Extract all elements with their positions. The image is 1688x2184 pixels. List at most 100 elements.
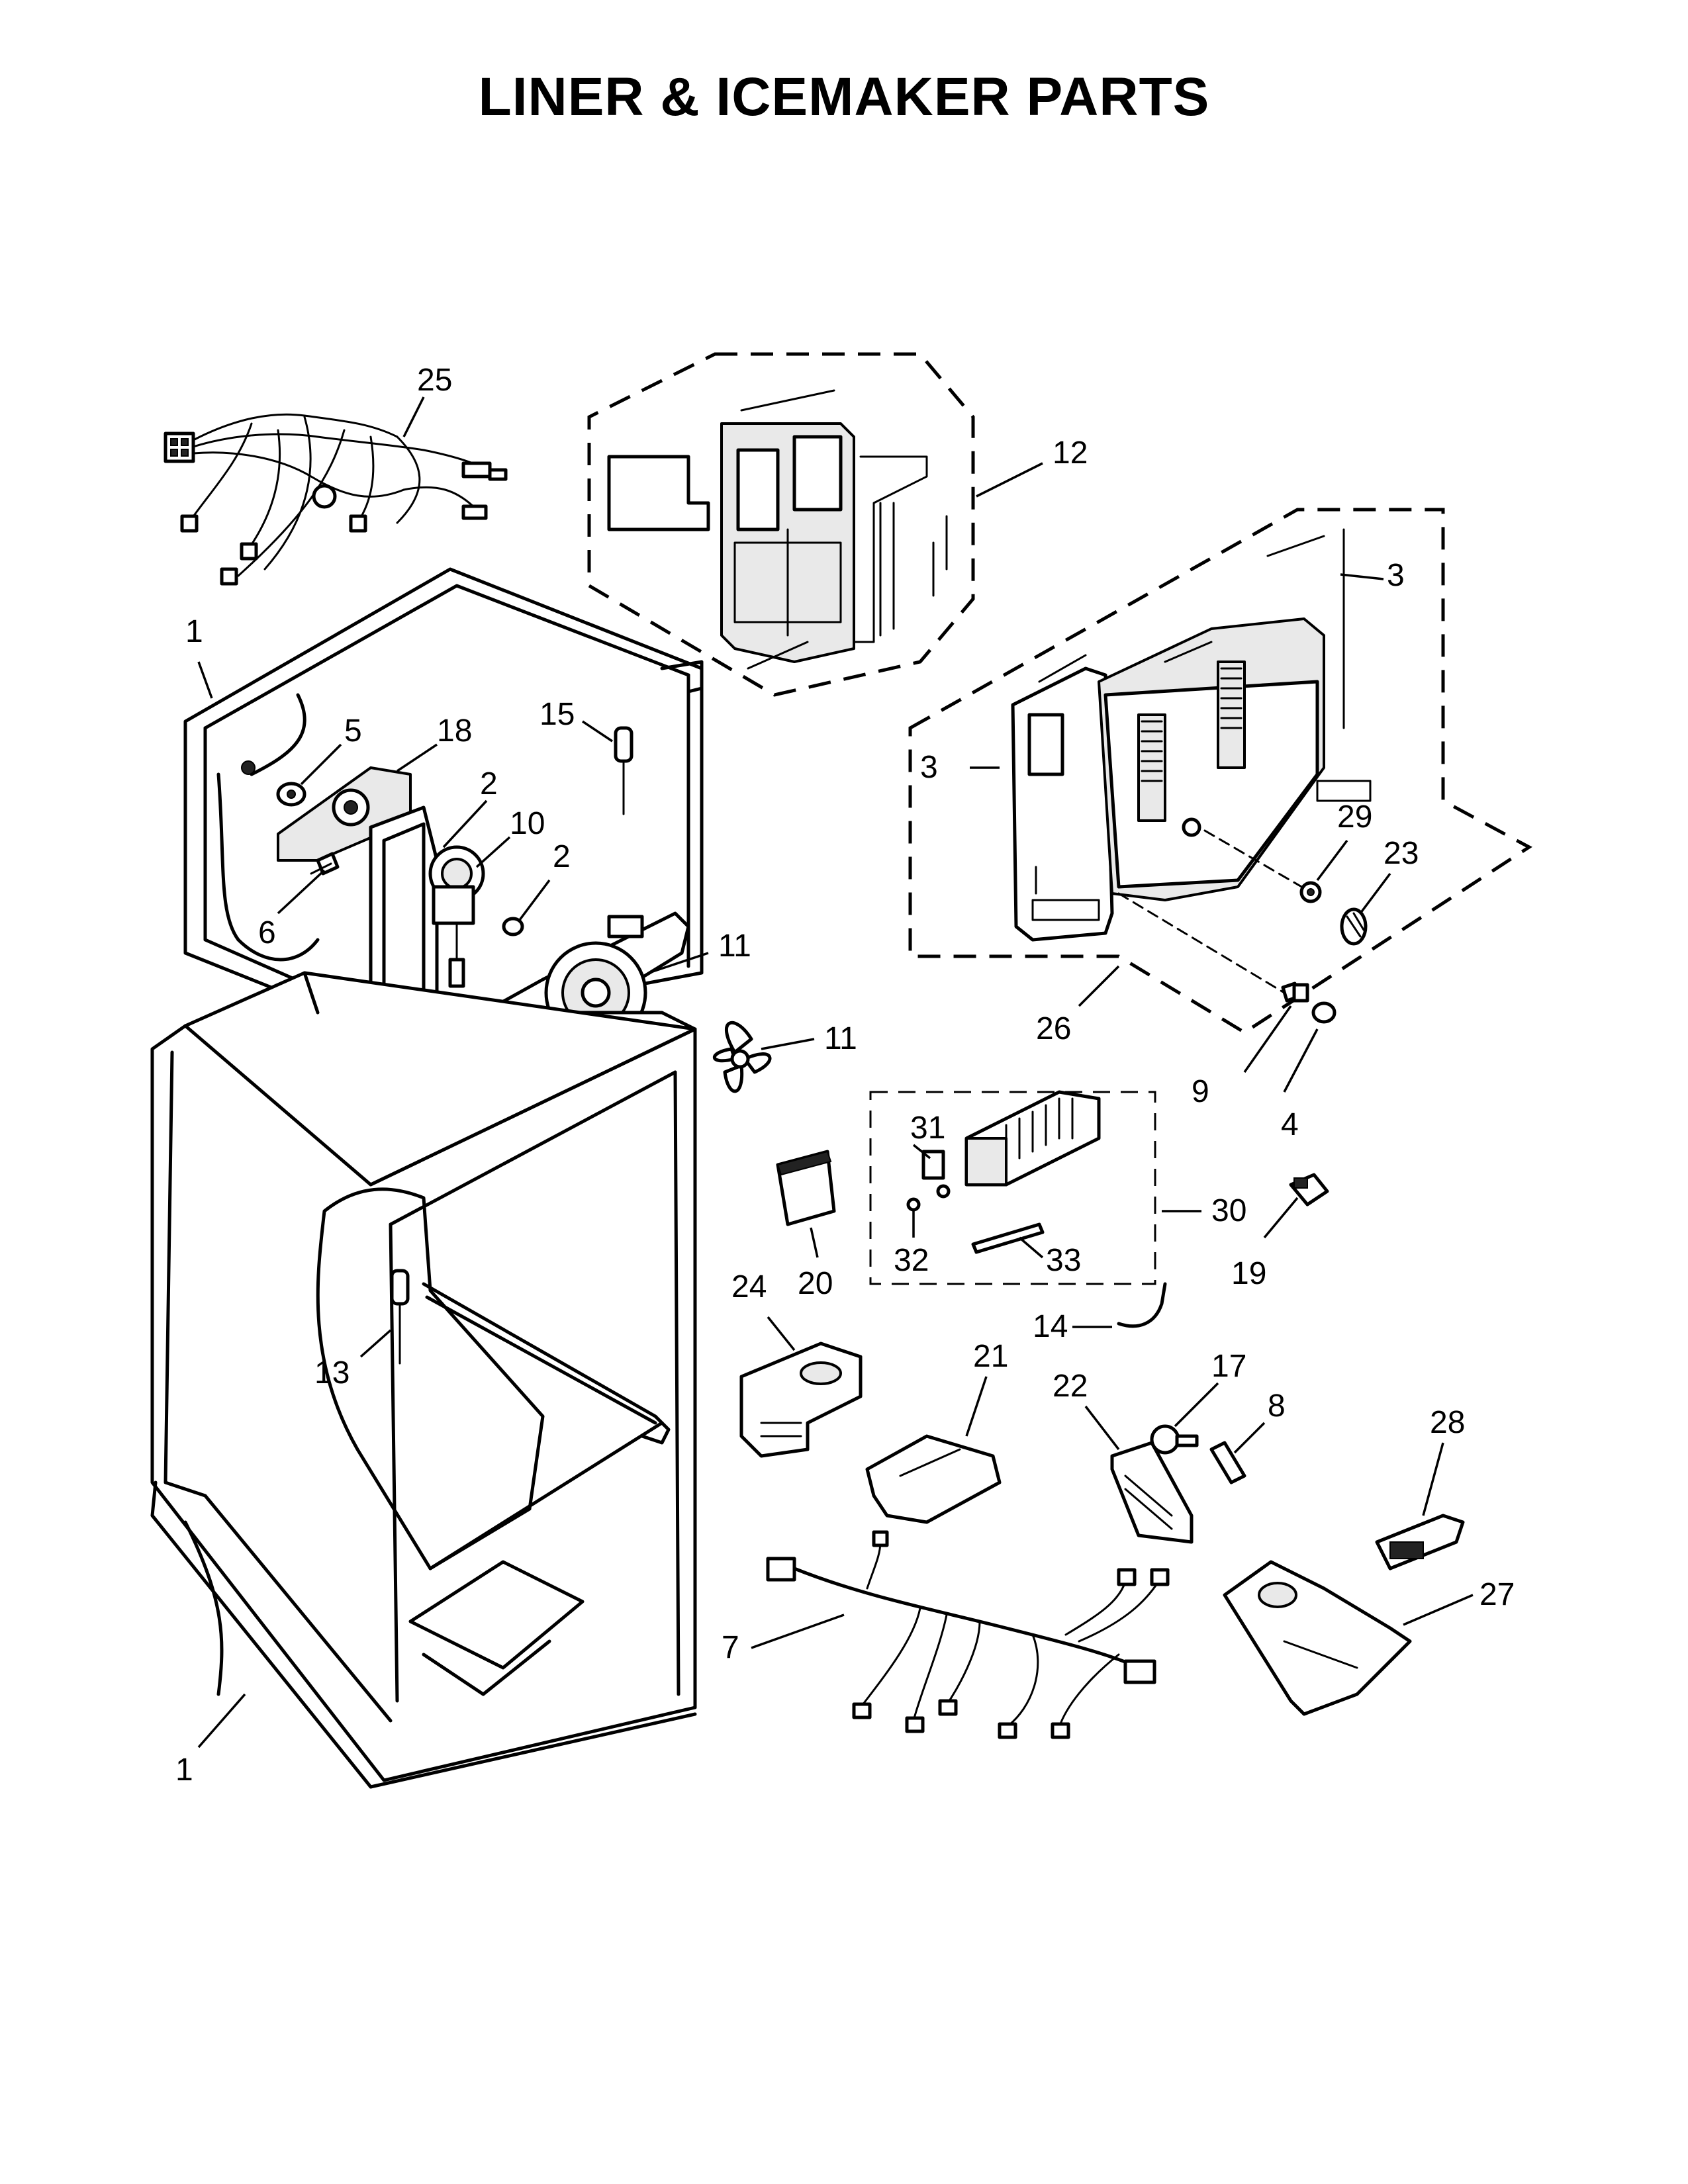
- leader-29: [648, 952, 709, 974]
- leader-4: [1283, 1028, 1319, 1093]
- washer-5[interactable]: [276, 782, 306, 807]
- screw-23[interactable]: [1203, 829, 1322, 903]
- leader-1a: [197, 661, 213, 699]
- callout-3b: 3: [920, 750, 938, 785]
- screws-32[interactable]: [906, 1184, 951, 1212]
- bracket-24[interactable]: [739, 1342, 863, 1458]
- bulb-17[interactable]: [1150, 1424, 1199, 1455]
- callout-21: 21: [973, 1339, 1008, 1374]
- icemaker-assembly-30[interactable]: [869, 1090, 1156, 1285]
- leader-3a: [1340, 573, 1384, 580]
- callout-27: 27: [1479, 1577, 1515, 1612]
- callout-33: 33: [1046, 1243, 1081, 1278]
- callout-16: 26: [1036, 1011, 1071, 1046]
- evaporator-cover-assembly-12[interactable]: [587, 352, 975, 697]
- plug-4[interactable]: [1311, 1001, 1336, 1024]
- leader-1b: [197, 1693, 246, 1749]
- callout-3a: 3: [1387, 558, 1405, 593]
- callout-1a: 1: [185, 614, 203, 649]
- tube-14[interactable]: [1117, 1282, 1167, 1328]
- callout-20: 20: [798, 1266, 833, 1301]
- leader-20: [810, 1227, 819, 1258]
- callout-12: 12: [1053, 435, 1088, 471]
- callout-6: 6: [258, 915, 276, 950]
- callout-18: 18: [437, 713, 472, 749]
- callout-17: 17: [1211, 1349, 1246, 1384]
- callout-30: 30: [1211, 1193, 1246, 1228]
- leader-7: [751, 1614, 845, 1649]
- callout-2a: 2: [480, 766, 498, 801]
- callout-26: 23: [1383, 836, 1419, 871]
- callout-11-overlay: 30 11: [824, 1021, 857, 1057]
- leader-33: [1018, 1236, 1044, 1259]
- callout-13: 13: [314, 1355, 350, 1390]
- wire-harness-upper[interactable]: [164, 413, 508, 586]
- leader-24: [767, 1316, 796, 1351]
- page-title: LINER & ICEMAKER PARTS: [478, 67, 1210, 127]
- callout-29: 11: [718, 929, 751, 964]
- leader-26: [1359, 872, 1391, 915]
- callout-7: 7: [722, 1630, 739, 1665]
- leader-8: [1233, 1422, 1266, 1454]
- leader-15: [582, 720, 613, 743]
- callout-9: 9: [1192, 1074, 1209, 1109]
- callout-24: 24: [731, 1269, 767, 1304]
- cover-22[interactable]: [1110, 1441, 1194, 1544]
- leader-23: [1316, 839, 1348, 882]
- callout-19: 19: [1231, 1256, 1266, 1291]
- leader-2b: [518, 879, 551, 921]
- freezer-liner-1[interactable]: [183, 567, 704, 1034]
- leader-19: [1263, 1197, 1299, 1239]
- callout-10: 10: [510, 806, 545, 841]
- leader-5: [300, 743, 342, 786]
- screw-9[interactable]: [1117, 892, 1309, 1003]
- callout-8: 8: [1268, 1388, 1286, 1424]
- fan-motor-10[interactable]: [428, 845, 485, 988]
- leader-21: [965, 1376, 988, 1437]
- heater-33[interactable]: [971, 1222, 1045, 1254]
- grommet-2b[interactable]: [502, 917, 524, 936]
- leader-17: [1174, 1382, 1219, 1428]
- filter-20[interactable]: [776, 1150, 836, 1226]
- housing-27[interactable]: [1223, 1560, 1412, 1716]
- thermistor-13[interactable]: [390, 1269, 410, 1365]
- callout-22: 22: [1053, 1369, 1088, 1404]
- callout-25: 25: [417, 363, 452, 398]
- leader-2a: [442, 799, 488, 848]
- socket-8[interactable]: [1209, 1441, 1246, 1484]
- thermistor-15[interactable]: [614, 726, 633, 815]
- module-28[interactable]: [1375, 1514, 1465, 1570]
- leader-25: [402, 396, 425, 437]
- callout-15: 15: [539, 697, 575, 732]
- callout-14: 14: [1033, 1309, 1068, 1344]
- callout-31: 31: [910, 1111, 945, 1146]
- leader-11: [761, 1038, 815, 1050]
- leader-10: [475, 836, 511, 868]
- callout-5: 5: [344, 713, 362, 749]
- leader-12: [976, 462, 1043, 498]
- callout-11-number: 11: [824, 1021, 857, 1056]
- leader-16: [1078, 965, 1120, 1007]
- leader-27: [1403, 1594, 1474, 1626]
- fresh-food-liner-1[interactable]: [150, 971, 697, 1789]
- callout-23: 29: [1337, 799, 1372, 835]
- callout-4: 4: [1281, 1107, 1299, 1142]
- leader-22: [1084, 1405, 1120, 1451]
- bracket-21[interactable]: [865, 1434, 1002, 1524]
- switch-19[interactable]: [1289, 1173, 1329, 1206]
- freezer-liner-panel-3[interactable]: [908, 508, 1532, 1034]
- leader-31: [912, 1144, 931, 1160]
- leader-13: [359, 1329, 392, 1358]
- leader-9: [1243, 1005, 1292, 1073]
- leader-6: [277, 869, 326, 915]
- callout-2b: 2: [553, 839, 571, 874]
- callout-28: 28: [1430, 1405, 1465, 1440]
- leader-18: [397, 743, 438, 772]
- screw-6[interactable]: [310, 852, 340, 876]
- callout-32: 32: [894, 1243, 929, 1278]
- callout-1b: 1: [175, 1752, 193, 1788]
- cap-26[interactable]: [1340, 907, 1368, 946]
- leader-28: [1422, 1442, 1444, 1516]
- wire-harness-7[interactable]: [766, 1530, 1170, 1739]
